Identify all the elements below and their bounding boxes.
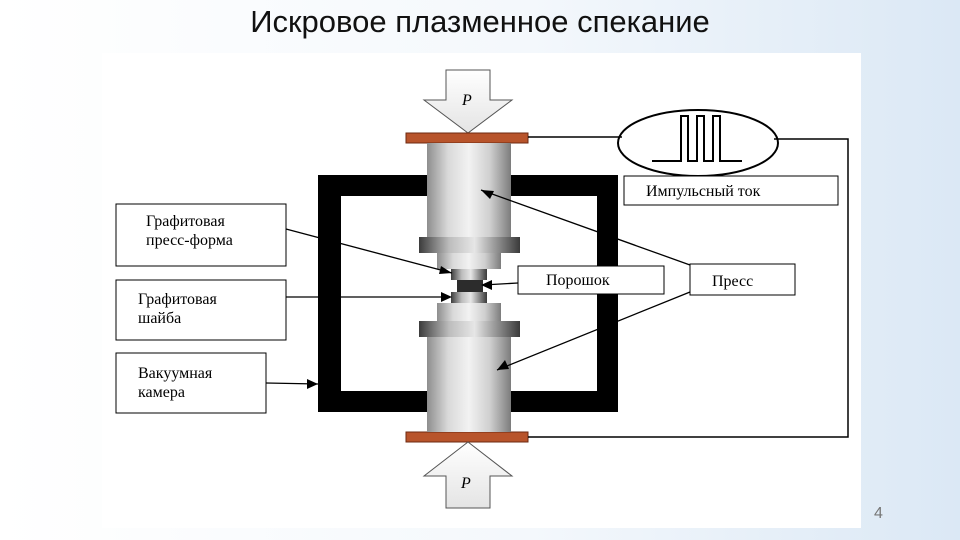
- leader-lines: [265, 189, 691, 385]
- top-electrode: [405, 132, 529, 144]
- label-box-press: [689, 263, 796, 296]
- pressure-arrow-bottom: [422, 441, 514, 509]
- upper-piston: [427, 143, 511, 238]
- slide-title: Искровое плазменное спекание: [250, 4, 710, 39]
- arrowhead-vacuum-chamber: [307, 379, 318, 389]
- upper-graphite-washer: [451, 269, 487, 280]
- label-box-graphite-die: [115, 203, 287, 267]
- label-box-pulse-current: [623, 175, 839, 206]
- pressure-label-bottom: P: [460, 475, 471, 492]
- page-number: 4: [874, 505, 883, 522]
- label-vacuum-chamber-line2: камера: [138, 384, 185, 401]
- pressure-arrow-top: [422, 69, 514, 134]
- lower-punch: [437, 303, 501, 321]
- pulse-waveform: [652, 115, 742, 162]
- leader-graphite-die: [285, 228, 453, 274]
- upper-punch: [437, 253, 501, 269]
- arrowhead-graphite-washer: [441, 292, 452, 302]
- label-pulse-current: Импульсный ток: [646, 183, 761, 200]
- leader-press-up: [480, 189, 691, 266]
- circuit-wire-right: [528, 138, 849, 438]
- pressure-label-top: P: [461, 92, 472, 109]
- label-graphite-washer-line2: шайба: [138, 310, 181, 327]
- arrowhead-press-down: [497, 360, 509, 370]
- label-graphite-die-line1: Графитовая: [146, 213, 226, 230]
- arrowhead-powder: [481, 280, 492, 290]
- arrowhead-press-up: [481, 190, 494, 199]
- lower-piston: [427, 337, 511, 432]
- powder-sample: [457, 280, 483, 292]
- upper-die-flange: [419, 237, 520, 253]
- label-press: Пресс: [712, 273, 753, 290]
- arrowhead-graphite-die: [439, 266, 452, 274]
- label-graphite-washer-line1: Графитовая: [138, 291, 218, 308]
- label-graphite-die-line2: пресс-форма: [146, 232, 233, 249]
- label-box-graphite-washer: [115, 279, 287, 341]
- bottom-electrode: [405, 431, 529, 443]
- label-box-powder: [517, 265, 665, 295]
- label-powder: Порошок: [546, 272, 610, 289]
- leader-arrowheads: [307, 190, 509, 389]
- lower-die-flange: [419, 321, 520, 337]
- label-vacuum-chamber-line1: Вакуумная: [138, 365, 213, 382]
- lower-graphite-washer: [451, 292, 487, 303]
- leader-press-down: [496, 291, 691, 371]
- label-box-vacuum-chamber: [115, 352, 267, 414]
